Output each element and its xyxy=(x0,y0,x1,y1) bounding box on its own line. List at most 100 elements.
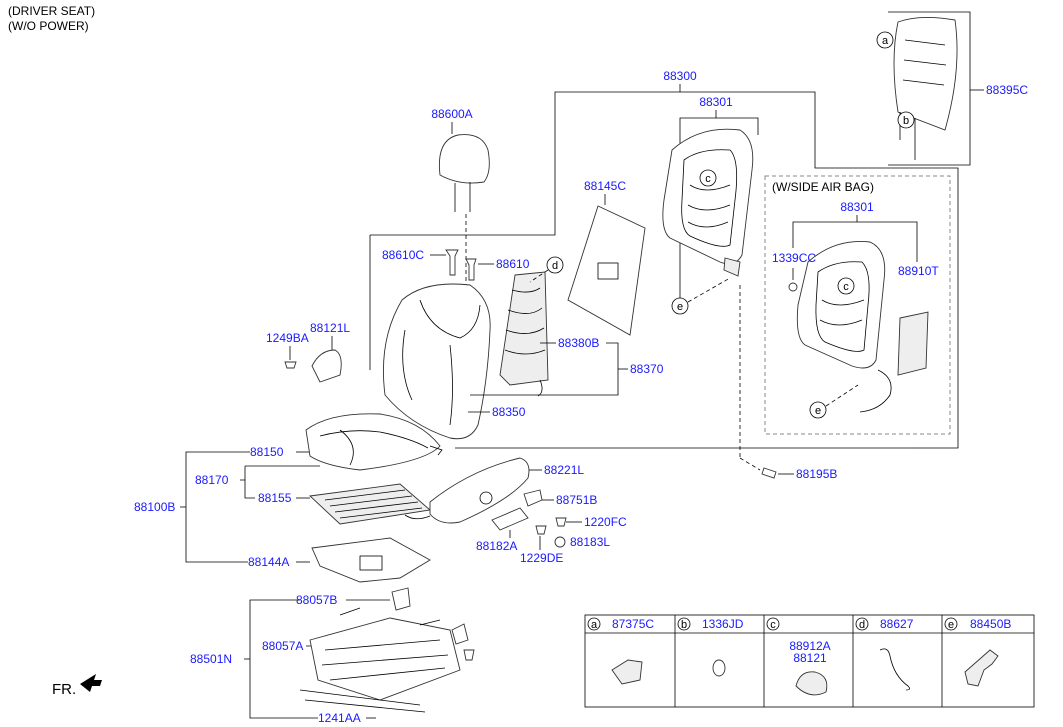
svg-text:e: e xyxy=(948,619,954,631)
lever-88182a xyxy=(491,507,529,531)
bolt-1241aa xyxy=(463,649,475,661)
callout-c-airbag xyxy=(837,277,855,295)
recliner-bracket xyxy=(723,257,741,277)
screw-1249ba xyxy=(284,361,297,369)
screw-1220fc xyxy=(555,517,567,527)
headrest xyxy=(438,134,490,290)
part-label-88395c[interactable]: 88395C xyxy=(986,83,1028,97)
seat-cushion xyxy=(305,413,443,471)
callout-e-airbag xyxy=(809,401,827,419)
legend-code-a: 87375C xyxy=(612,617,654,631)
svg-text:a: a xyxy=(591,619,598,631)
part-label-1220fc[interactable]: 1220FC xyxy=(584,515,627,529)
side-shield xyxy=(429,457,530,524)
part-label-88380b[interactable]: 88380B xyxy=(558,336,599,350)
recliner-cover xyxy=(311,349,342,383)
bolt-88195b xyxy=(739,457,777,479)
legend-code-d: 88627 xyxy=(880,617,914,631)
part-label-88183l[interactable]: 88183L xyxy=(570,535,610,549)
legend-cell-d: d 88627 xyxy=(855,617,914,691)
part-label-1249ba[interactable]: 1249BA xyxy=(266,331,309,345)
legend-cell-b: b 1336JD xyxy=(677,617,744,677)
legend-cell-c: c 88912A 88121 xyxy=(766,617,831,696)
part-label-88610c[interactable]: 88610C xyxy=(382,248,424,262)
callout-b xyxy=(897,111,915,129)
part-label-88370[interactable]: 88370 xyxy=(630,362,664,376)
callout-c-frame xyxy=(699,169,717,187)
part-label-88600a[interactable]: 88600A xyxy=(431,107,472,121)
part-label-88144a[interactable]: 88144A xyxy=(248,555,289,569)
part-label-88501n[interactable]: 88501N xyxy=(190,652,232,666)
screw-1229de xyxy=(535,525,547,535)
svg-text:d: d xyxy=(859,619,865,631)
part-label-88057b[interactable]: 88057B xyxy=(296,593,337,607)
cap-88183l xyxy=(554,536,566,548)
back-assembly-outline xyxy=(369,91,959,449)
part-label-88145c[interactable]: 88145C xyxy=(584,179,626,193)
part-label-88150[interactable]: 88150 xyxy=(250,445,284,459)
note-side-airbag: (W/SIDE AIR BAG) xyxy=(772,180,874,194)
seat-mat-88144a xyxy=(311,537,431,583)
part-label-88182a[interactable]: 88182A xyxy=(476,539,517,553)
part-label-88121l[interactable]: 88121L xyxy=(310,321,350,335)
back-cushion xyxy=(383,283,491,440)
back-frame xyxy=(662,128,754,265)
svg-text:e: e xyxy=(815,405,821,417)
svg-text:c: c xyxy=(843,281,849,293)
legend-code-c2: 88121 xyxy=(793,651,827,665)
part-label-1229de[interactable]: 1229DE xyxy=(520,551,563,565)
legend-code-e: 88450B xyxy=(970,617,1011,631)
back-heater-pad xyxy=(499,271,549,397)
legend-cell-a: a 87375C xyxy=(587,617,654,685)
part-label-88910t[interactable]: 88910T xyxy=(898,264,939,278)
callout-e-frame xyxy=(671,297,689,315)
grommet-1336jd-icon xyxy=(712,659,726,677)
back-frame-assembly-88395c xyxy=(888,11,971,166)
part-label-88751b[interactable]: 88751B xyxy=(556,493,597,507)
wire-hook-88627-icon xyxy=(879,648,910,691)
part-label-1339cc[interactable]: 1339CC xyxy=(772,251,816,265)
svg-text:b: b xyxy=(903,115,909,127)
callout-a xyxy=(876,31,894,49)
part-label-88301[interactable]: 88301 xyxy=(699,95,733,109)
part-label-88301-airbag[interactable]: 88301 xyxy=(840,200,874,214)
svg-text:a: a xyxy=(882,35,889,47)
seat-track-frame xyxy=(299,587,461,713)
part-label-1241aa[interactable]: 1241AA xyxy=(318,711,361,725)
legend-table xyxy=(584,614,1035,708)
svg-text:c: c xyxy=(770,619,776,631)
back-frame-airbag xyxy=(796,241,929,413)
note-driver-seat: (DRIVER SEAT) xyxy=(8,4,95,18)
part-label-88350[interactable]: 88350 xyxy=(492,405,526,419)
svg-text:c: c xyxy=(705,173,711,185)
bracket-88057a-right xyxy=(451,623,469,645)
guide-pipe-88610c xyxy=(445,249,459,276)
part-label-88170[interactable]: 88170 xyxy=(195,473,229,487)
clip-88912a-icon xyxy=(795,671,828,696)
svg-text:b: b xyxy=(681,619,687,631)
cushion-heater-pad xyxy=(308,483,432,525)
part-label-88610[interactable]: 88610 xyxy=(496,257,530,271)
legend-code-c: 88912A xyxy=(789,639,830,653)
legend-code-b: 1336JD xyxy=(702,617,744,631)
side-airbag-box xyxy=(764,175,951,435)
part-label-88057a[interactable]: 88057A xyxy=(262,639,303,653)
svg-text:d: d xyxy=(552,260,558,272)
nut-1339cc xyxy=(788,282,798,292)
clip-87375c-icon xyxy=(611,659,643,685)
part-label-88221l[interactable]: 88221L xyxy=(544,463,584,477)
guide-pipe-88610 xyxy=(465,258,477,281)
front-arrow-icon xyxy=(80,674,102,692)
part-label-88100b[interactable]: 88100B xyxy=(134,500,175,514)
back-board xyxy=(567,205,646,336)
part-label-88155[interactable]: 88155 xyxy=(258,491,292,505)
part-label-88195b[interactable]: 88195B xyxy=(796,467,837,481)
front-direction-label: FR. xyxy=(52,681,76,698)
legend-cell-e: e 88450B xyxy=(944,617,1011,687)
bracket-88450b-icon xyxy=(964,649,999,687)
callout-d-back xyxy=(546,256,564,274)
part-label-88300[interactable]: 88300 xyxy=(663,69,697,83)
height-lever-knob xyxy=(523,489,543,507)
svg-text:e: e xyxy=(677,301,683,313)
